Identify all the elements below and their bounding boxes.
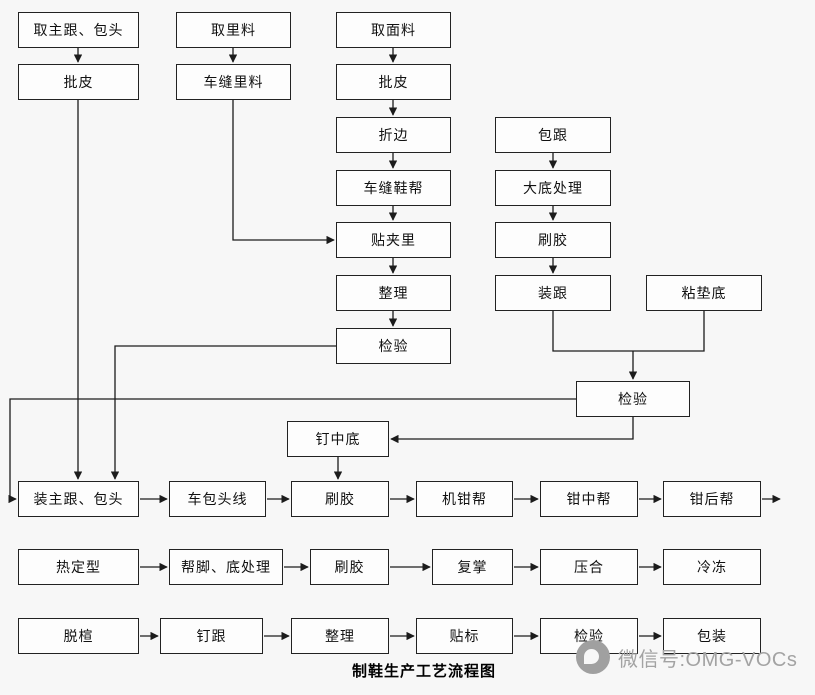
node-lengdong: 冷冻 [663, 549, 761, 585]
node-dadi-chuli: 大底处理 [495, 170, 611, 206]
node-baozhuang: 包装 [663, 618, 761, 654]
node-shuajiao-b: 刷胶 [291, 481, 389, 517]
diagram-title: 制鞋生产工艺流程图 [352, 663, 497, 680]
node-ding-zhongdi: 钉中底 [287, 421, 389, 457]
node-che-baotouxian: 车包头线 [169, 481, 266, 517]
node-qu-liliao: 取里料 [176, 12, 291, 48]
node-tie-jiali: 贴夹里 [336, 222, 451, 258]
watermark: 微信号:OMG-VOCs [576, 640, 797, 674]
node-qu-mianliao: 取面料 [336, 12, 451, 48]
node-zhengli-2: 整理 [291, 618, 389, 654]
node-zhuang-zhugen-baotou: 装主跟、包头 [18, 481, 139, 517]
node-ji-qianbang: 机钳帮 [416, 481, 513, 517]
node-chefeng-xiebang: 车缝鞋帮 [336, 170, 451, 206]
node-chefeng-liliao: 车缝里料 [176, 64, 291, 100]
node-yahe: 压合 [540, 549, 638, 585]
node-jianyan-2: 检验 [576, 381, 690, 417]
watermark-text: 微信号:OMG-VOCs [618, 648, 798, 671]
node-zhengli-1: 整理 [336, 275, 451, 311]
node-shuajiao-c: 刷胶 [310, 549, 389, 585]
node-tiebiao: 贴标 [416, 618, 513, 654]
node-shuajiao-a: 刷胶 [495, 222, 611, 258]
node-zhan-diandi: 粘垫底 [646, 275, 762, 311]
node-zhuanggen: 装跟 [495, 275, 611, 311]
node-zhebian: 折边 [336, 117, 451, 153]
node-re-dingxing: 热定型 [18, 549, 139, 585]
node-qian-zhongbang: 钳中帮 [540, 481, 638, 517]
node-bangjiao-dichuli: 帮脚、底处理 [169, 549, 283, 585]
node-jianyan-1: 检验 [336, 328, 451, 364]
wechat-logo-icon [576, 640, 610, 674]
node-dinggen: 钉跟 [160, 618, 263, 654]
node-baogen: 包跟 [495, 117, 611, 153]
node-fuzhang: 复掌 [432, 549, 513, 585]
node-pipi-1: 批皮 [18, 64, 139, 100]
node-pipi-2: 批皮 [336, 64, 451, 100]
node-qu-zhugen-baotou: 取主跟、包头 [18, 12, 139, 48]
node-tuoxuan: 脱楦 [18, 618, 139, 654]
node-qian-houbang: 钳后帮 [663, 481, 761, 517]
